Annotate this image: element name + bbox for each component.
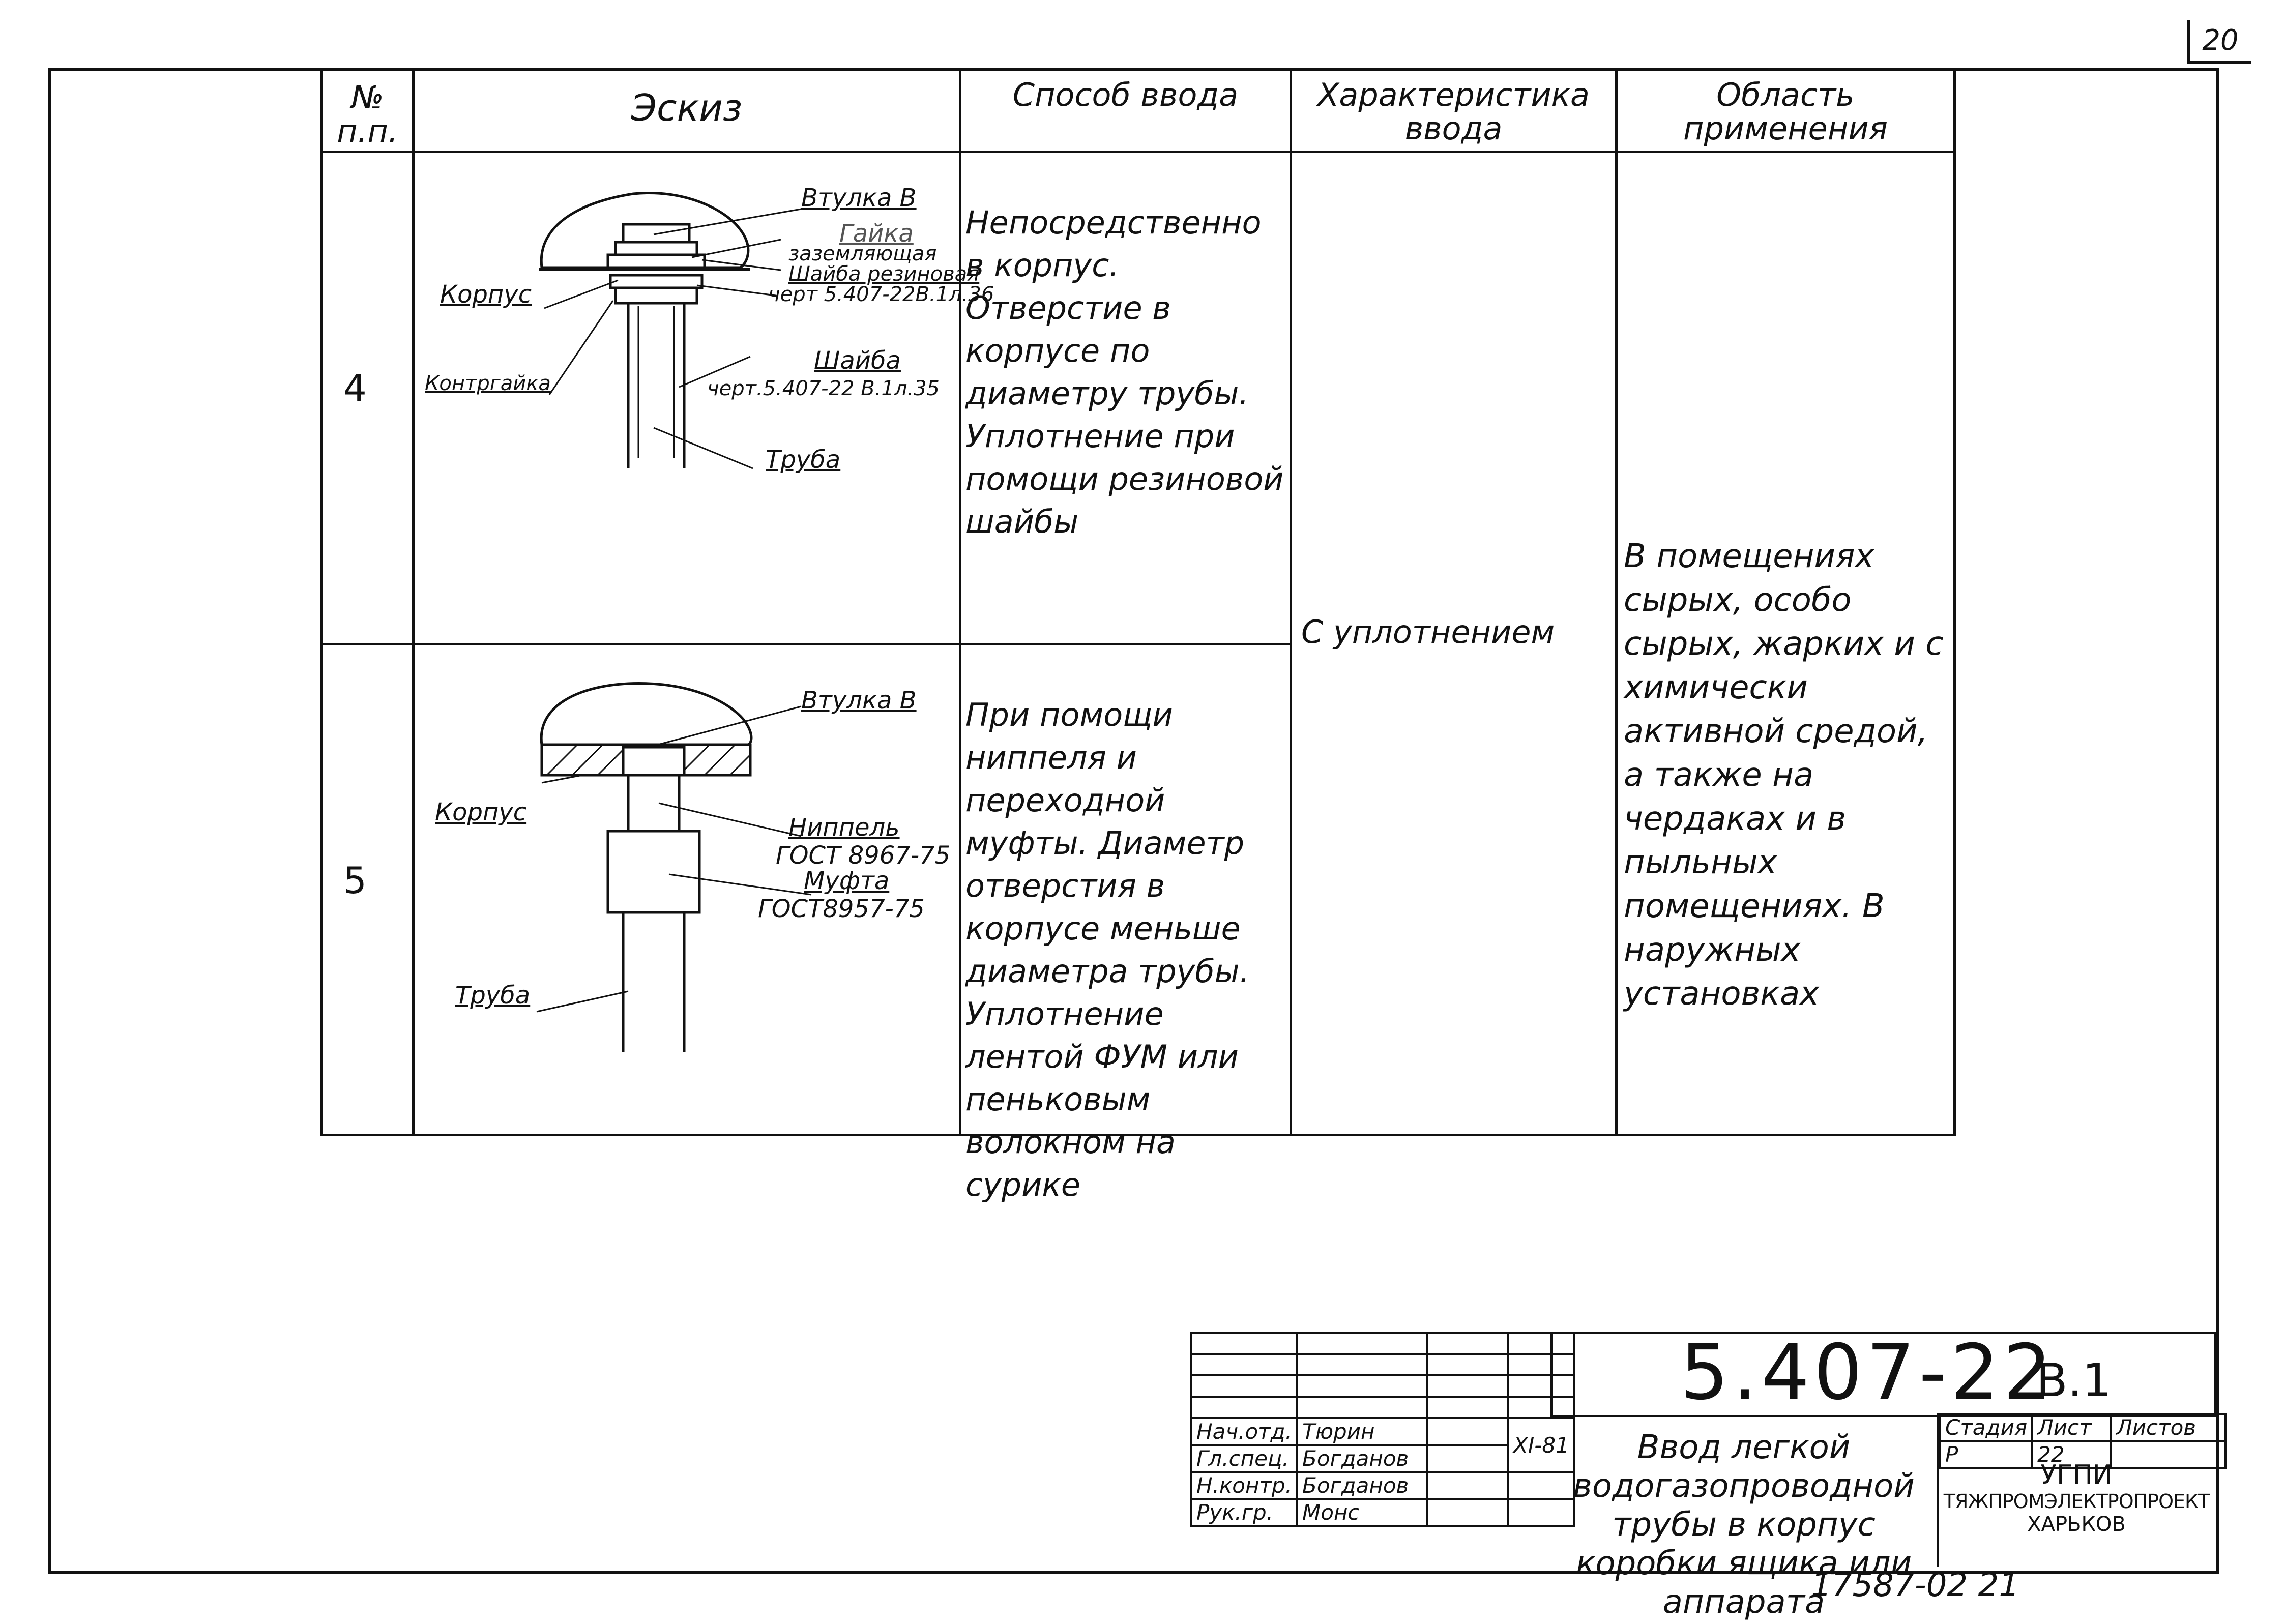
label-nipple-ref-5: ГОСТ 8967-75 (776, 841, 951, 870)
label-pipe-4: Труба (766, 446, 841, 474)
row-5-num: 5 (320, 643, 415, 1136)
entry-methods-table: № п.п. Эскиз Способ ввода Характеристика… (320, 68, 1956, 1203)
name-1: Тюрин (1296, 1417, 1428, 1446)
label-coupling-5: Муфта (804, 867, 890, 895)
area-cell: В помещениях сырых, особо сырых, жарких … (1615, 151, 1956, 1136)
label-nut-4: Гайка (839, 219, 914, 248)
col-header-area: Область применения (1615, 68, 1956, 153)
sketch-4-drawing (539, 191, 802, 469)
label-body-5: Корпус (435, 798, 527, 826)
label-grounding-4: заземляющая (788, 242, 937, 265)
title-block-left: Нач.отд.Тюрин XI-81 Гл.спец.Богданов Н.ко… (1190, 1332, 1575, 1527)
label-pipe-5: Труба (455, 981, 531, 1010)
sketch-5-drawing (536, 682, 812, 1052)
row-4-num: 4 (320, 151, 415, 645)
name-2: Богданов (1296, 1444, 1428, 1473)
label-washer-4: Шайба (814, 346, 901, 375)
character-cell: С уплотнением (1290, 151, 1618, 1136)
col-header-num: № п.п. (320, 68, 415, 153)
role-3: Н.контр. (1190, 1471, 1299, 1500)
col-header-character: Характеристика ввода (1290, 68, 1618, 153)
row-5-method: При помощи ниппеля и переходной муфты. Д… (959, 643, 1292, 1203)
name-4: Монс (1296, 1498, 1428, 1527)
role-2: Гл.спец. (1190, 1444, 1299, 1473)
label-locknut-4: Контргайка (425, 372, 551, 395)
role-4: Рук.гр. (1190, 1498, 1299, 1527)
col-header-sketch: Эскиз (412, 68, 961, 153)
label-washer-ref-4: черт.5.407-22 В.1л.35 (707, 377, 940, 400)
label-body-4: Корпус (440, 280, 532, 309)
label-bushing-4: Втулка В (801, 184, 917, 212)
row-4-method: Непосредственно в корпус. Отверстие в ко… (959, 151, 1292, 645)
label-rubber-washer-4: Шайба резиновая (788, 262, 980, 286)
row-5-sketch: Втулка В Корпус Ниппель ГОСТ 8967-75 Муф… (412, 643, 961, 1136)
label-bushing-5: Втулка В (801, 686, 917, 715)
date: XI-81 (1507, 1417, 1575, 1473)
col-header-method: Способ ввода (959, 68, 1292, 153)
label-nipple-5: Ниппель (788, 813, 900, 842)
archive-stamp: 17587-02 21 (1811, 1567, 2019, 1604)
sheet-corner-number: 20 (2187, 20, 2251, 64)
organization: УГПИ ТЯЖПРОМЭЛЕКТРОПРОЕКТ ХАРЬКОВ (1943, 1460, 2210, 1536)
row-4-sketch: Втулка В Гайка заземляющая Шайба резинов… (412, 151, 994, 645)
name-3: Богданов (1296, 1471, 1428, 1500)
code-box: 5.407-22 В.1 (1550, 1328, 2216, 1417)
label-coupling-ref-5: ГОСТ8957-75 (758, 895, 925, 923)
role-1: Нач.отд. (1190, 1417, 1299, 1446)
label-rubber-ref-4: черт 5.407-22В.1л.36 (768, 283, 994, 306)
title-box: Ввод легкой водогазопроводной трубы в ко… (1550, 1413, 1939, 1621)
